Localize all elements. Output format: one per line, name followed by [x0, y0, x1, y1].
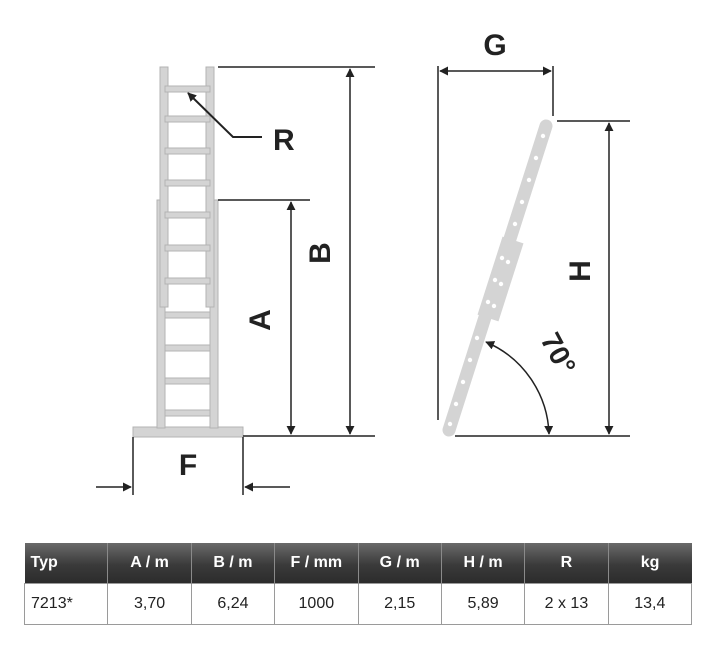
- header-g: G / m: [358, 543, 442, 584]
- angle-indicator: [485, 341, 554, 435]
- cell-a: 3,70: [107, 583, 192, 625]
- cell-g: 2,15: [357, 583, 442, 625]
- ladder-dimension-diagram: R B A F: [96, 29, 630, 495]
- header-f: F / mm: [274, 543, 359, 584]
- table-row: 7213* 3,70 6,24 1000 2,15 5,89 2 x 13 13…: [23, 583, 693, 625]
- header-typ: Typ: [24, 543, 109, 584]
- dimension-g: [437, 66, 554, 420]
- rung-pointer: [187, 92, 262, 138]
- cell-b: 6,24: [190, 583, 276, 625]
- label-g: G: [483, 29, 506, 62]
- label-h: H: [564, 260, 597, 282]
- cell-r: 2 x 13: [524, 583, 609, 625]
- label-b: B: [304, 242, 337, 264]
- label-a: A: [244, 309, 277, 331]
- header-a: A / m: [107, 543, 192, 584]
- cell-h: 5,89: [440, 583, 526, 625]
- front-view-ladder: [132, 66, 244, 438]
- specification-table: Typ A / m B / m F / mm G / m H / m R kg …: [23, 543, 693, 625]
- header-kg: kg: [608, 543, 692, 584]
- ladder-rungs: [164, 85, 211, 417]
- upper-right-rail: [205, 66, 215, 308]
- header-r: R: [524, 543, 609, 584]
- cell-f: 1000: [274, 583, 359, 625]
- header-h: H / m: [441, 543, 526, 584]
- side-ladder-overlap: [477, 236, 524, 322]
- cell-kg: 13,4: [607, 583, 693, 625]
- ladder-base-plate: [132, 426, 244, 438]
- table-header-row: Typ A / m B / m F / mm G / m H / m R kg: [24, 543, 692, 584]
- label-r: R: [273, 124, 295, 157]
- header-b: B / m: [191, 543, 276, 584]
- label-f: F: [179, 449, 197, 482]
- dimension-a: [218, 199, 310, 435]
- cell-typ: 7213*: [23, 583, 109, 625]
- side-view-ladder: [442, 119, 553, 437]
- dimension-b: [218, 66, 375, 437]
- label-angle: 70°: [535, 328, 582, 380]
- dimension-f: [96, 437, 290, 495]
- side-ladder-holes: [447, 133, 546, 427]
- upper-left-rail: [159, 66, 169, 308]
- dimension-h: [455, 120, 630, 437]
